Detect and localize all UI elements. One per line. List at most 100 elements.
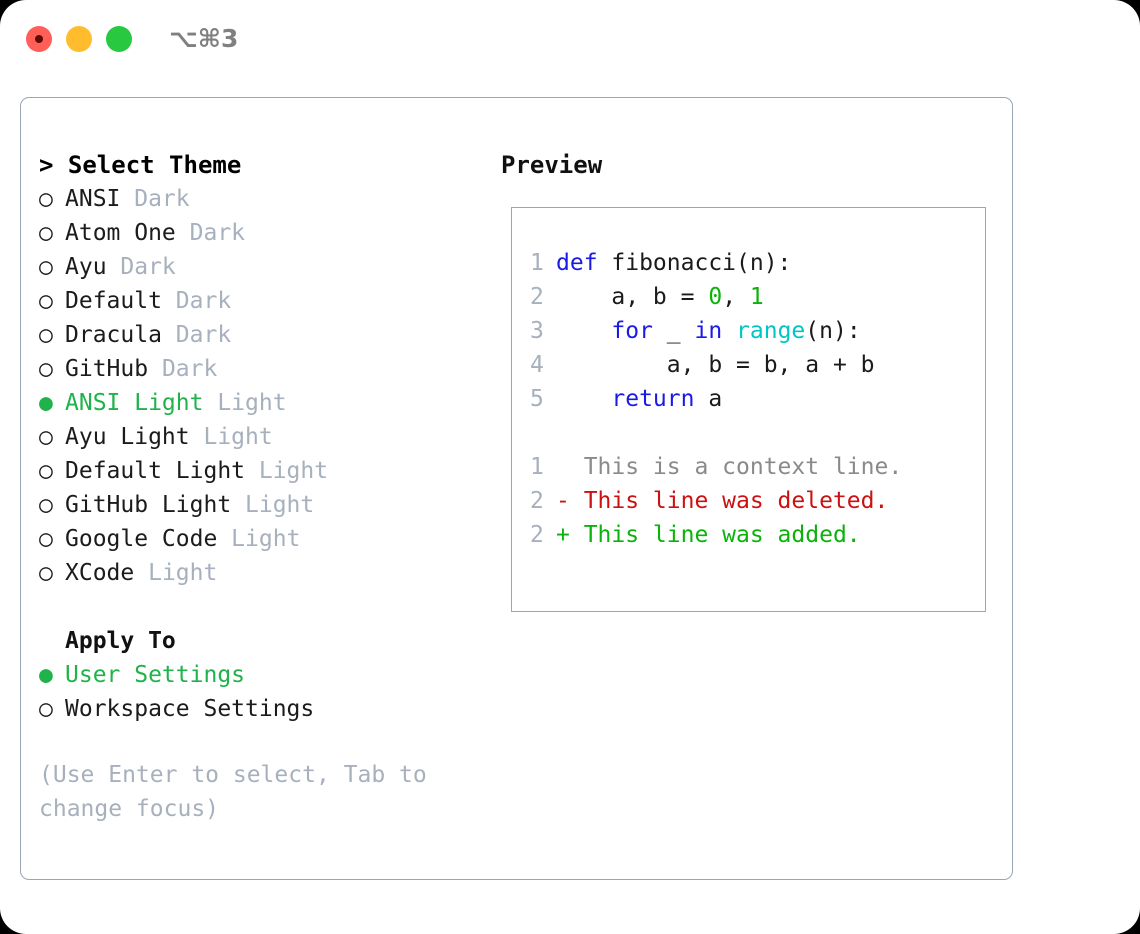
theme-item-kind: Light — [189, 424, 273, 450]
theme-item-label: Default Light — [65, 458, 246, 484]
code-line-number: 5 — [530, 386, 544, 412]
keyboard-hint-text: (Use Enter to select, Tab to change focu… — [39, 762, 427, 822]
theme-item-kind: Dark — [120, 186, 190, 212]
theme-item-github-light[interactable]: ○GitHub Light Light — [39, 488, 489, 522]
code-token: _ — [652, 318, 695, 344]
preview-header: Preview — [501, 151, 603, 179]
theme-item-kind: Light — [203, 390, 287, 416]
theme-item-github[interactable]: ○ GitHub Dark — [39, 352, 489, 386]
keyboard-shortcut-label: ⌥⌘3 — [169, 24, 239, 53]
code-token: fibonacci(n): — [597, 250, 792, 276]
code-token: range — [736, 318, 806, 344]
theme-item-kind: Light — [134, 560, 218, 586]
theme-item-ayu[interactable]: ○ Ayu Dark — [39, 250, 489, 284]
apply-to-option-workspace-settings[interactable]: ○Workspace Settings — [39, 692, 489, 726]
apply-to-label: Apply To — [65, 628, 176, 654]
theme-item-label: Default — [65, 288, 162, 314]
code-line: 4 a, b = b, a + b — [530, 348, 985, 382]
code-token: , — [722, 284, 750, 310]
diff-line-text: + This line was added. — [556, 522, 861, 548]
theme-item-google-code[interactable]: ○Google Code Light — [39, 522, 489, 556]
diff-line-text: - This line was deleted. — [556, 488, 889, 514]
minimize-window-button[interactable] — [66, 26, 92, 52]
theme-item-label: Ayu — [65, 254, 107, 280]
radio-selected-icon: ● — [39, 662, 53, 688]
theme-item-kind: Dark — [148, 356, 218, 382]
code-line-number: 2 — [530, 284, 544, 310]
radio-unselected-icon: ○ — [39, 220, 53, 246]
code-token: def — [556, 250, 598, 276]
theme-item-kind: Light — [217, 526, 301, 552]
radio-unselected-icon: ○ — [39, 526, 53, 552]
code-token: 0 — [708, 284, 723, 310]
code-line: 5 return a — [530, 382, 985, 416]
select-theme-header: > Select Theme — [39, 151, 242, 179]
theme-item-ayu-light[interactable]: ○ Ayu Light Light — [39, 420, 489, 454]
theme-item-dracula[interactable]: ○Dracula Dark — [39, 318, 489, 352]
theme-item-kind: Dark — [175, 220, 246, 246]
theme-item-label: Ayu Light — [65, 424, 190, 450]
theme-item-label: ANSI — [65, 186, 121, 212]
theme-item-label: Dracula — [65, 322, 162, 348]
theme-list-column: > Select Theme ○ANSI Dark○Atom One Dark○… — [39, 148, 489, 826]
preview-spacer — [530, 416, 985, 450]
theme-item-kind: Light — [245, 458, 329, 484]
diff-line-number: 2 — [530, 522, 544, 548]
radio-unselected-icon: ○ — [39, 288, 53, 314]
radio-unselected-icon: ○ — [39, 356, 53, 382]
code-token — [722, 318, 736, 344]
theme-selector-panel: > Select Theme ○ANSI Dark○Atom One Dark○… — [20, 97, 1013, 880]
theme-item-kind: Dark — [161, 322, 232, 348]
diff-line-text: This is a context line. — [556, 454, 903, 480]
theme-item-label: Atom One — [65, 220, 176, 246]
code-token: 1 — [749, 284, 764, 310]
title-bar: ⌥⌘3 — [0, 0, 1140, 78]
theme-item-ansi[interactable]: ○ ANSI Dark — [39, 182, 489, 216]
diff-sample: 1 This is a context line.2- This line wa… — [530, 450, 985, 552]
diff-line: 2- This line was deleted. — [530, 484, 985, 518]
radio-unselected-icon: ○ — [39, 560, 53, 586]
code-line: 3 for _ in range(n): — [530, 314, 985, 348]
theme-item-kind: Light — [231, 492, 315, 518]
maximize-window-button[interactable] — [106, 26, 132, 52]
diff-line: 2 + This line was added. — [530, 518, 985, 552]
theme-item-ansi-light[interactable]: ● ANSI Light Light — [39, 386, 489, 420]
theme-item-label: XCode — [65, 560, 135, 586]
theme-item-kind: Dark — [161, 288, 232, 314]
theme-item-label: GitHub — [65, 356, 149, 382]
theme-item-xcode[interactable]: ○ XCode Light — [39, 556, 489, 590]
radio-unselected-icon: ○ — [39, 424, 53, 450]
code-token: in — [694, 318, 723, 344]
code-line: 2 a, b = 0, 1 — [530, 280, 985, 314]
code-token: (n): — [805, 318, 861, 344]
code-token: a, b = b, a + b — [556, 352, 875, 378]
code-token: for — [611, 318, 653, 344]
radio-unselected-icon: ○ — [39, 492, 53, 518]
theme-list: ○ ANSI Dark ○ Atom One Dark ○ Ayu Dark ○ Defaul… — [39, 182, 489, 590]
apply-to-option-label: User Settings — [65, 662, 246, 688]
code-token: return — [611, 386, 695, 412]
radio-unselected-icon: ○ — [39, 254, 53, 280]
theme-item-default-light[interactable]: ○ Default Light Light — [39, 454, 489, 488]
apply-to-options: ● User Settings ○Workspace Settings — [39, 658, 489, 726]
theme-item-kind: Dark — [106, 254, 176, 280]
apply-to-option-user-settings[interactable]: ● User Settings — [39, 658, 489, 692]
radio-unselected-icon: ○ — [39, 696, 53, 722]
radio-unselected-icon: ○ — [39, 458, 53, 484]
code-line-number: 1 — [530, 250, 544, 276]
diff-line-number: 1 — [530, 454, 544, 480]
code-token: a — [694, 386, 723, 412]
theme-item-default[interactable]: ○ Default Dark — [39, 284, 489, 318]
theme-item-atom-one[interactable]: ○ Atom One Dark — [39, 216, 489, 250]
code-line-number: 4 — [530, 352, 544, 378]
code-token: a, b = — [556, 284, 709, 310]
theme-item-label: ANSI Light — [65, 390, 204, 416]
radio-unselected-icon: ○ — [39, 186, 53, 212]
apply-to-section: Apply To ● User Settings ○Workspace Settin… — [39, 624, 489, 726]
code-line-number: 3 — [530, 318, 544, 344]
radio-selected-icon: ● — [39, 390, 53, 416]
